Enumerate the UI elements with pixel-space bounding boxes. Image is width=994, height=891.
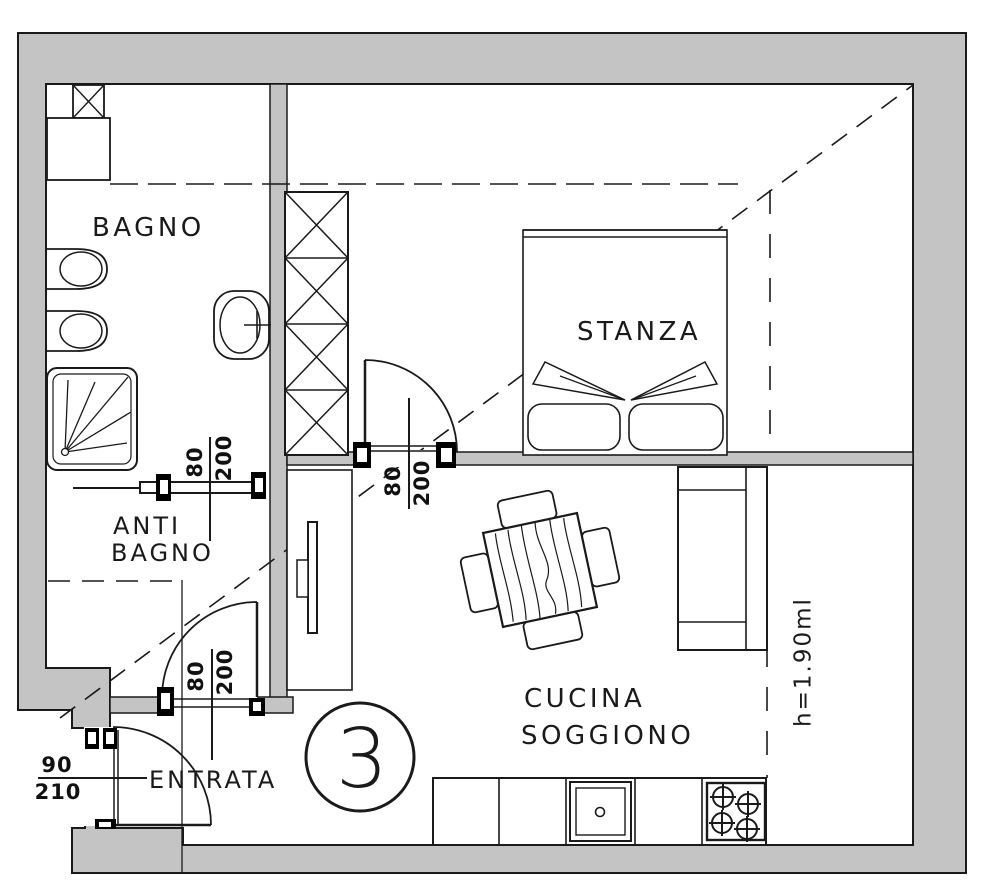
- sliding-door-bracket-right-notch: [255, 478, 263, 492]
- bed-headboard: [523, 229, 727, 238]
- bidet-bowl: [59, 251, 103, 287]
- antibagno-door-jamb-left-notch: [161, 693, 170, 709]
- bed-pillow-right-fold: [630, 375, 697, 401]
- bed-pillow-left: [531, 361, 626, 401]
- label-anti: ANTI: [113, 512, 181, 540]
- label-stanza: STANZA: [577, 317, 701, 347]
- toilet-bowl: [59, 313, 103, 349]
- sofa: [677, 466, 768, 651]
- stanza-door-dim-width: 80: [381, 465, 405, 496]
- entry-door-hinge-notch-2: [106, 732, 114, 744]
- bed-pillow-left-fold: [559, 375, 626, 401]
- entry-door-swing-arc: [112, 726, 212, 826]
- dining-set: [459, 489, 621, 651]
- sliding-door-dim-width: 80: [183, 446, 207, 477]
- sink-faucet-cross: [244, 311, 271, 339]
- antibagno-door-sill: [163, 698, 258, 708]
- shower-drain: [60, 447, 70, 457]
- kitchen-sink-drain: [594, 806, 606, 818]
- entry-door-dim-height: 210: [35, 780, 82, 804]
- stanza-door-jamb-right-notch: [441, 448, 452, 462]
- boiler-box: [46, 117, 111, 181]
- kitchen-counter: [432, 777, 767, 846]
- bed-mattress-right: [628, 403, 724, 451]
- unit-number-badge: 3: [304, 701, 416, 813]
- label-soggiorno: SOGGIONO: [521, 721, 694, 751]
- stanza-door: 80 200: [353, 359, 458, 509]
- wardrobe-cross-hatch: [284, 191, 349, 456]
- entry-door: 90 210: [35, 726, 212, 829]
- unit-number-circle: [304, 701, 416, 813]
- shaft-box-cross: [72, 84, 105, 119]
- wardrobe: [284, 191, 349, 456]
- sofa-outline: [677, 466, 768, 651]
- label-entrata: ENTRATA: [149, 766, 277, 794]
- bagno-sliding-door: 80 200: [73, 435, 266, 541]
- bed-mattress-left: [527, 403, 621, 451]
- sliding-door-dim-height: 200: [212, 435, 236, 482]
- tv-screen: [307, 521, 318, 634]
- bagno-fixtures: [46, 84, 271, 471]
- antibagno-door-dim-height: 200: [213, 649, 237, 696]
- stanza-door-swing-arc: [364, 359, 458, 453]
- antibagno-door-dim-width: 80: [184, 660, 208, 691]
- wardrobe-shelf-lines: [285, 257, 348, 391]
- counter-dividers: [498, 778, 703, 845]
- label-anti-bagno: BAGNO: [111, 539, 214, 567]
- entry-door-hinge-notch-3: [99, 822, 111, 827]
- stanza-door-jamb-left-notch: [357, 448, 367, 462]
- stove-burners: [709, 784, 761, 842]
- stanza-door-opening: [364, 450, 448, 467]
- bed-pillow-right: [630, 360, 719, 401]
- tv-stand: [296, 559, 309, 598]
- tv-cabinet: [286, 469, 353, 691]
- ceiling-height-note: h=1.90ml: [791, 597, 817, 727]
- sofa-armrests: [678, 489, 746, 623]
- entry-door-dim-width: 90: [41, 753, 72, 777]
- table-top: [481, 511, 599, 629]
- label-bagno: BAGNO: [92, 213, 205, 243]
- label-cucina: CUCINA: [524, 684, 645, 714]
- antibagno-door: 80 200: [157, 580, 265, 872]
- dashed-line-diagonal: [59, 84, 914, 719]
- antibagno-door-jamb-right-notch: [253, 702, 261, 711]
- table-wood-grain: [494, 517, 583, 622]
- bed: [522, 229, 728, 456]
- antibagno-door-swing-arc: [161, 601, 258, 698]
- stanza-door-sill: [365, 445, 447, 452]
- entry-door-hinge-notch-1: [88, 732, 96, 744]
- unit-number: 3: [336, 712, 388, 807]
- stanza-door-dim-height: 200: [410, 460, 434, 507]
- sliding-door-bracket-left-notch: [160, 480, 168, 494]
- shower-spray-lines: [64, 376, 132, 453]
- wall-antibagno-south-left: [109, 696, 164, 714]
